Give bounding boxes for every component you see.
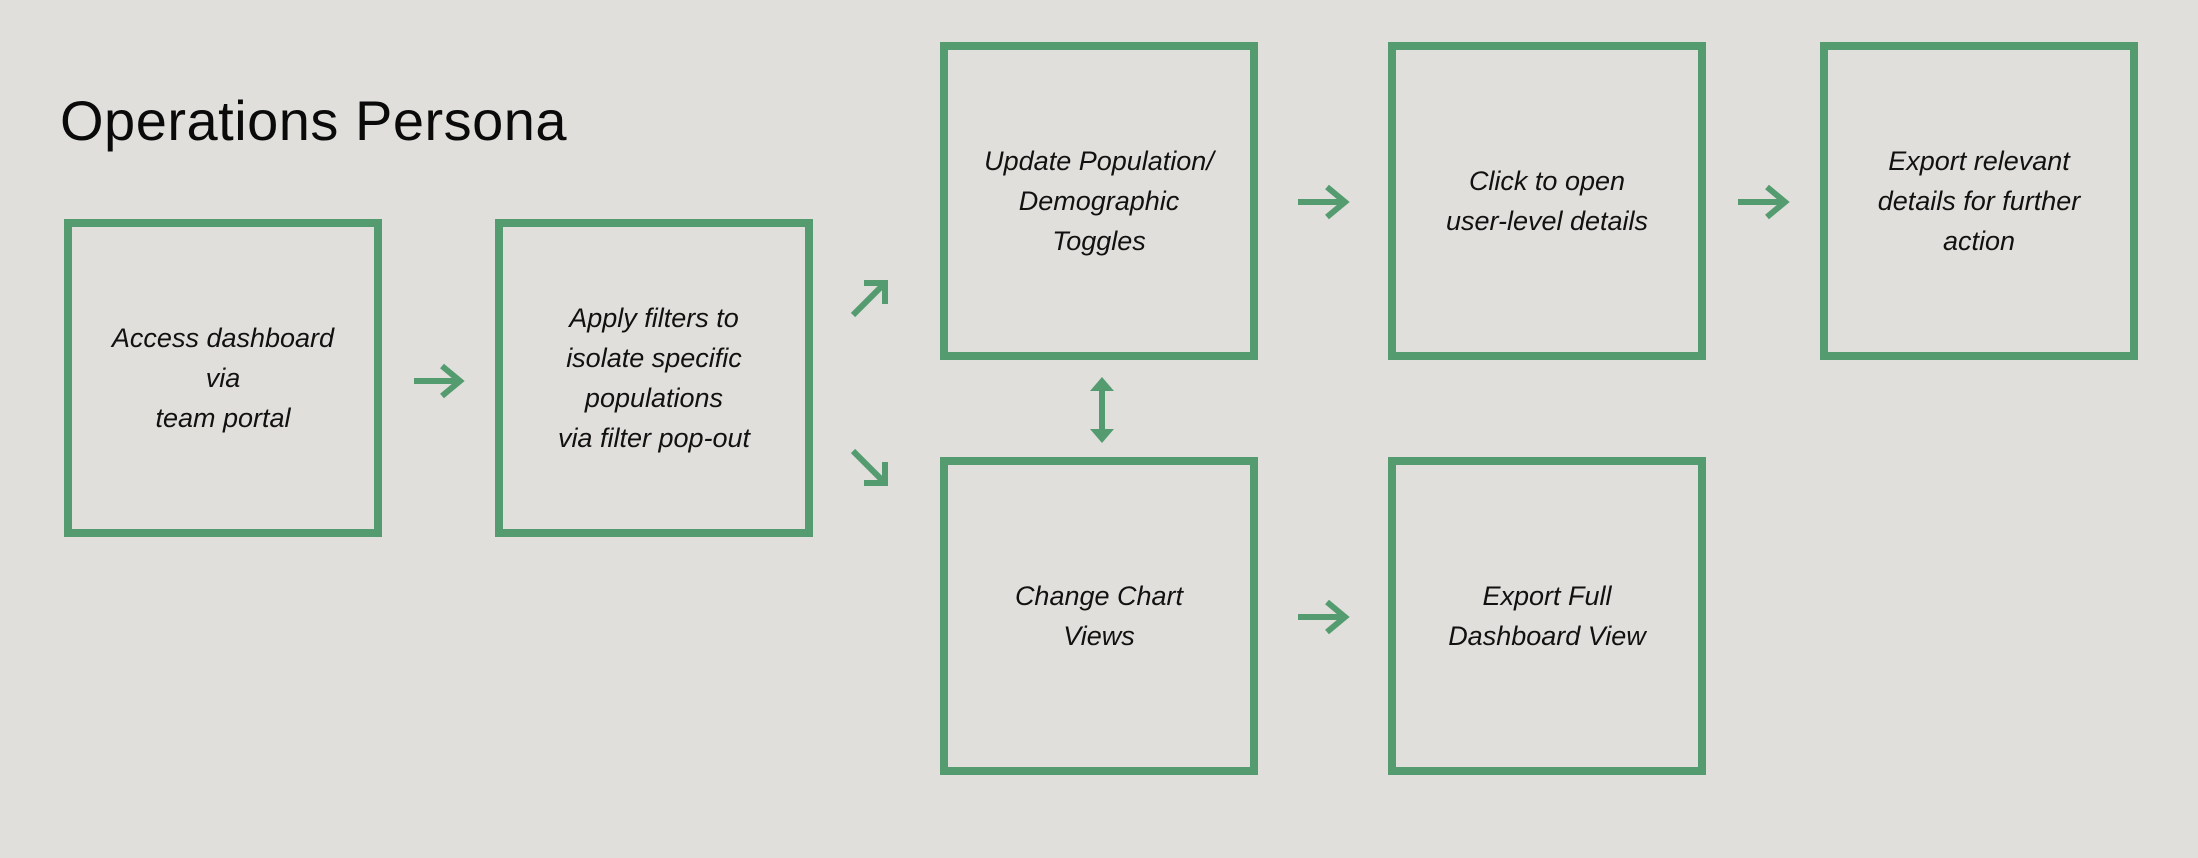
arrow-up-down-icon: [1090, 377, 1114, 443]
arrow-right-icon: [1738, 184, 1790, 220]
step-apply-filters-text: Apply filters to isolate specific popula…: [557, 303, 751, 453]
arrow-right-icon: [1298, 184, 1350, 220]
step-export-full: Export Full Dashboard View: [1388, 457, 1706, 775]
diagram-title: Operations Persona: [60, 89, 568, 152]
step-change-chart-views-text: Change Chart Views: [1014, 581, 1184, 651]
step-update-toggles: Update Population/ Demographic Toggles: [940, 42, 1258, 360]
step-export-full-text: Export Full Dashboard View: [1448, 581, 1646, 651]
step-change-chart-views: Change Chart Views: [940, 457, 1258, 775]
step-user-details-text: Click to open user-level details: [1445, 166, 1649, 236]
step-access-dashboard: Access dashboard via team portal: [64, 219, 382, 537]
step-update-toggles-text: Update Population/ Demographic Toggles: [984, 146, 1214, 256]
arrow-up-right-icon: [850, 280, 888, 318]
step-export-relevant: Export relevant details for further acti…: [1820, 42, 2138, 360]
arrow-right-icon: [1298, 599, 1350, 635]
step-apply-filters: Apply filters to isolate specific popula…: [495, 219, 813, 537]
step-access-dashboard-text: Access dashboard via team portal: [111, 323, 335, 433]
arrow-right-icon: [414, 363, 465, 399]
step-export-relevant-text: Export relevant details for further acti…: [1877, 146, 2081, 256]
step-user-details: Click to open user-level details: [1388, 42, 1706, 360]
arrow-down-right-icon: [850, 448, 888, 486]
